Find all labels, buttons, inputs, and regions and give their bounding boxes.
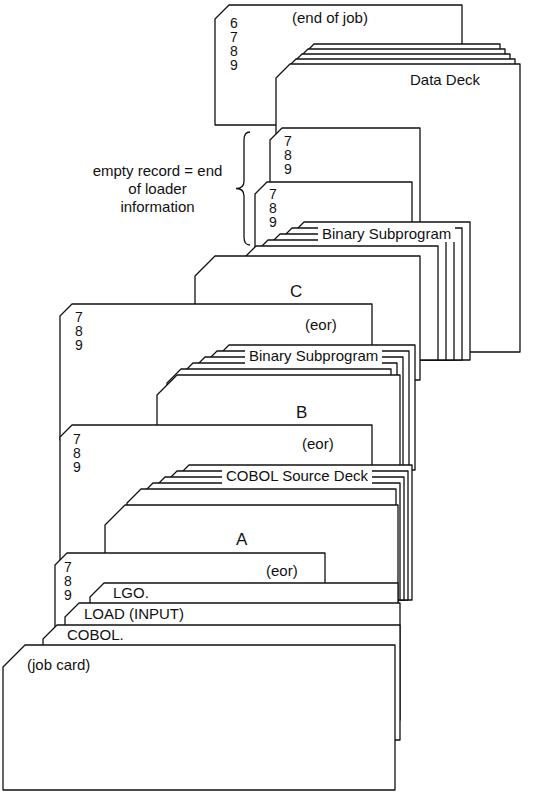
card-label: (eor) [302, 436, 334, 452]
text-holder: B [296, 404, 307, 422]
text-holder: 6 7 8 9 [230, 16, 241, 72]
card-label: (eor) [266, 563, 298, 579]
card-label: (end of job) [292, 10, 368, 26]
text-holder: (eor) [266, 563, 298, 579]
text-holder: 7 8 9 [284, 134, 295, 176]
text-holder: 7 8 9 [64, 560, 75, 602]
punch-card: (job card) [3, 645, 395, 790]
punch-rows: 7 8 9 [284, 134, 295, 176]
text-holder: (end of job) [292, 10, 368, 26]
card-label: LGO. [113, 585, 149, 601]
brace-note: empty record = end of loader information [90, 162, 225, 216]
punch-rows: 7 8 9 [269, 187, 280, 229]
card-label: (eor) [305, 317, 337, 333]
text-holder: (eor) [305, 317, 337, 333]
text-holder: Data Deck [410, 72, 480, 88]
curly-brace [236, 132, 250, 245]
text-holder: LGO. [113, 585, 149, 601]
text-holder: 7 8 9 [269, 187, 280, 229]
card-label: Binary Subprogram [318, 226, 455, 242]
text-holder: (job card) [27, 657, 90, 673]
text-holder: 7 8 9 [73, 432, 84, 474]
text-holder: LOAD (INPUT) [84, 606, 184, 622]
text-holder: Binary Subprogram [318, 226, 455, 242]
card-label: (job card) [27, 657, 90, 673]
card-label: COBOL Source Deck [222, 468, 372, 484]
card-letter: C [290, 283, 302, 301]
text-holder: Binary Subprogram [245, 348, 382, 364]
punch-rows: 7 8 9 [64, 560, 75, 602]
punch-rows: 6 7 8 9 [230, 16, 241, 72]
card-label: LOAD (INPUT) [84, 606, 184, 622]
text-holder: A [236, 531, 247, 549]
punch-rows: 7 8 9 [73, 432, 84, 474]
text-holder: COBOL. [67, 627, 124, 643]
card-label: Data Deck [410, 72, 480, 88]
card-label: Binary Subprogram [245, 348, 382, 364]
card-letter: B [296, 404, 307, 422]
card-shape [3, 645, 395, 790]
card-label: COBOL. [67, 627, 124, 643]
text-holder: (eor) [302, 436, 334, 452]
text-holder: COBOL Source Deck [222, 468, 372, 484]
card-letter: A [236, 531, 247, 549]
text-holder: 7 8 9 [75, 310, 86, 352]
punch-rows: 7 8 9 [75, 310, 86, 352]
text-holder: C [290, 283, 302, 301]
